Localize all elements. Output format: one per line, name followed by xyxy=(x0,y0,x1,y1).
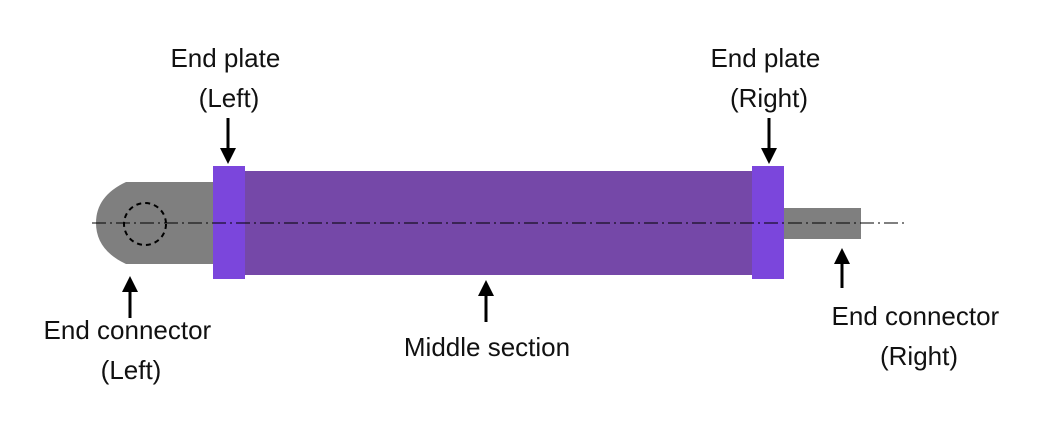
pin-hole-circle xyxy=(123,202,167,246)
label-end-plate-right-line1: End plate xyxy=(710,43,820,73)
label-end-connector-right-line1: End connector xyxy=(832,301,1000,331)
label-end-connector-left: End connector (Left) xyxy=(44,315,219,385)
label-end-plate-left-line1: End plate xyxy=(170,43,280,73)
arrow-end-connector-left xyxy=(122,276,138,318)
label-middle-section-line1: Middle section xyxy=(404,332,570,362)
label-end-connector-right-line2: (Right) xyxy=(880,341,958,371)
arrow-middle-section xyxy=(478,280,494,322)
end-connector-left-shape xyxy=(96,182,214,264)
label-end-connector-left-line2: (Left) xyxy=(101,355,162,385)
label-end-connector-left-line1: End connector xyxy=(44,315,212,345)
label-end-connector-right: End connector (Right) xyxy=(832,301,1007,371)
label-end-plate-right: End plate (Right) xyxy=(710,43,827,113)
label-end-plate-left-line2: (Left) xyxy=(199,83,260,113)
arrow-end-connector-right xyxy=(834,248,850,288)
label-middle-section: Middle section xyxy=(404,332,570,362)
label-end-plate-left: End plate (Left) xyxy=(170,43,287,113)
arrow-end-plate-left xyxy=(220,118,236,164)
label-end-plate-right-line2: (Right) xyxy=(730,83,808,113)
arrow-end-plate-right xyxy=(761,118,777,164)
